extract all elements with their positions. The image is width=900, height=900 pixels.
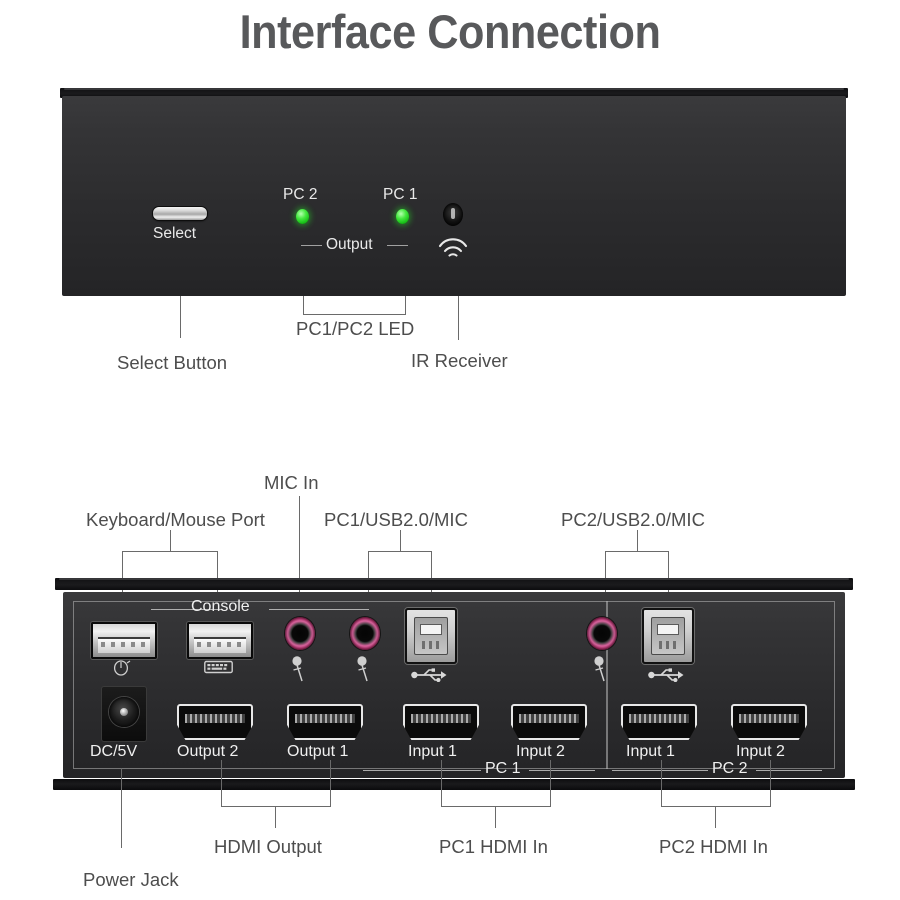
callout-select-button: Select Button [117,352,228,373]
callout-ir-receiver: IR Receiver [411,350,508,371]
usb-icon-pc2 [648,668,684,682]
callout-hdmi-output: HDMI Output [214,836,322,857]
leader-pc1-hdmi-in [495,806,497,828]
callout-power-jack: Power Jack [83,869,179,890]
group-outline-console-pc1 [73,601,608,769]
hdmi-port-pc2-input-2[interactable] [731,704,807,740]
microphone-icon-pc1 [357,656,368,682]
group-outline-pc2 [606,601,835,769]
callout-pc1-usb-mic: PC1/USB2.0/MIC [324,509,468,530]
hdmi-label-pc2-input-1: Input 1 [626,743,675,760]
leader-ir-receiver [458,296,460,340]
hdmi-port-pc1-input-2[interactable] [511,704,587,740]
console-label: Console [191,598,250,615]
keyboard-icon [204,660,233,674]
rear-panel-top-highlight [59,578,849,580]
front-panel-device: Select PC 2 PC 1 Output [60,88,848,296]
led-label-pc1: PC 1 [383,186,418,203]
led-pc2 [296,209,309,224]
usb-b-port-pc1[interactable] [405,608,457,664]
leader-pc1-usb-mic [400,530,402,551]
console-rule-right [269,609,369,611]
front-panel-top-lip [60,88,848,98]
leader-pc2-usb-mic [637,530,639,551]
front-panel-top-highlight [64,88,844,90]
usb-a-port-keyboard[interactable] [187,622,253,659]
hdmi-label-output-2: Output 2 [177,743,239,760]
select-button[interactable] [153,207,207,220]
callout-mic-in: MIC In [264,472,319,493]
mic-jack-console[interactable] [285,617,315,650]
ir-signal-icon [438,238,468,257]
pc2-group-rule-right [756,770,822,772]
hdmi-label-pc2-input-2: Input 2 [736,743,785,760]
output-label: Output [326,236,373,253]
mic-jack-pc2[interactable] [587,617,617,650]
hdmi-label-output-1: Output 1 [287,743,349,760]
rear-panel-device: Console [53,578,855,790]
dc-power-jack[interactable] [101,686,147,742]
pc2-group-rule-left [612,770,708,772]
callout-pc1-hdmi-in: PC1 HDMI In [439,836,548,857]
leader-keyboard-mouse [170,530,172,551]
usb-b-port-pc2[interactable] [642,608,694,664]
ir-lens-icon [443,203,463,226]
microphone-icon-pc2 [594,656,605,682]
callout-pc2-usb-mic: PC2/USB2.0/MIC [561,509,705,530]
pc1-group-rule-right [529,770,595,772]
led-label-pc2: PC 2 [283,186,318,203]
rear-panel-foot [53,779,855,790]
mouse-icon [113,660,131,676]
leader-mic-in [299,496,301,616]
leader-pc2-hdmi-in [715,806,717,828]
pc1-group-label: PC 1 [485,760,521,777]
hdmi-port-output-1[interactable] [287,704,363,740]
output-rule-right [387,245,408,247]
mic-jack-pc1[interactable] [350,617,380,650]
usb-a-port-mouse[interactable] [91,622,157,659]
callout-pc-led: PC1/PC2 LED [296,318,415,339]
hdmi-port-output-2[interactable] [177,704,253,740]
leader-hdmi-output [275,806,277,828]
rear-panel-top-lip [55,578,853,590]
leader-power-jack [121,768,123,848]
hdmi-port-pc1-input-1[interactable] [403,704,479,740]
pc2-group-label: PC 2 [712,760,748,777]
dc-power-label: DC/5V [90,743,138,760]
page-title: Interface Connection [239,5,661,58]
hdmi-label-pc1-input-1: Input 1 [408,743,457,760]
select-button-label: Select [153,225,197,242]
callout-pc2-hdmi-in: PC2 HDMI In [659,836,768,857]
led-pc1 [396,209,409,224]
console-rule-left [151,609,223,611]
output-rule-left [301,245,322,247]
usb-icon-pc1 [411,668,447,682]
microphone-icon-console [292,656,303,682]
hdmi-label-pc1-input-2: Input 2 [516,743,565,760]
leader-select-button [180,296,182,338]
pc1-group-rule-left [363,770,481,772]
callout-keyboard-mouse-port: Keyboard/Mouse Port [86,509,265,530]
front-panel-face [62,96,846,296]
hdmi-port-pc2-input-1[interactable] [621,704,697,740]
